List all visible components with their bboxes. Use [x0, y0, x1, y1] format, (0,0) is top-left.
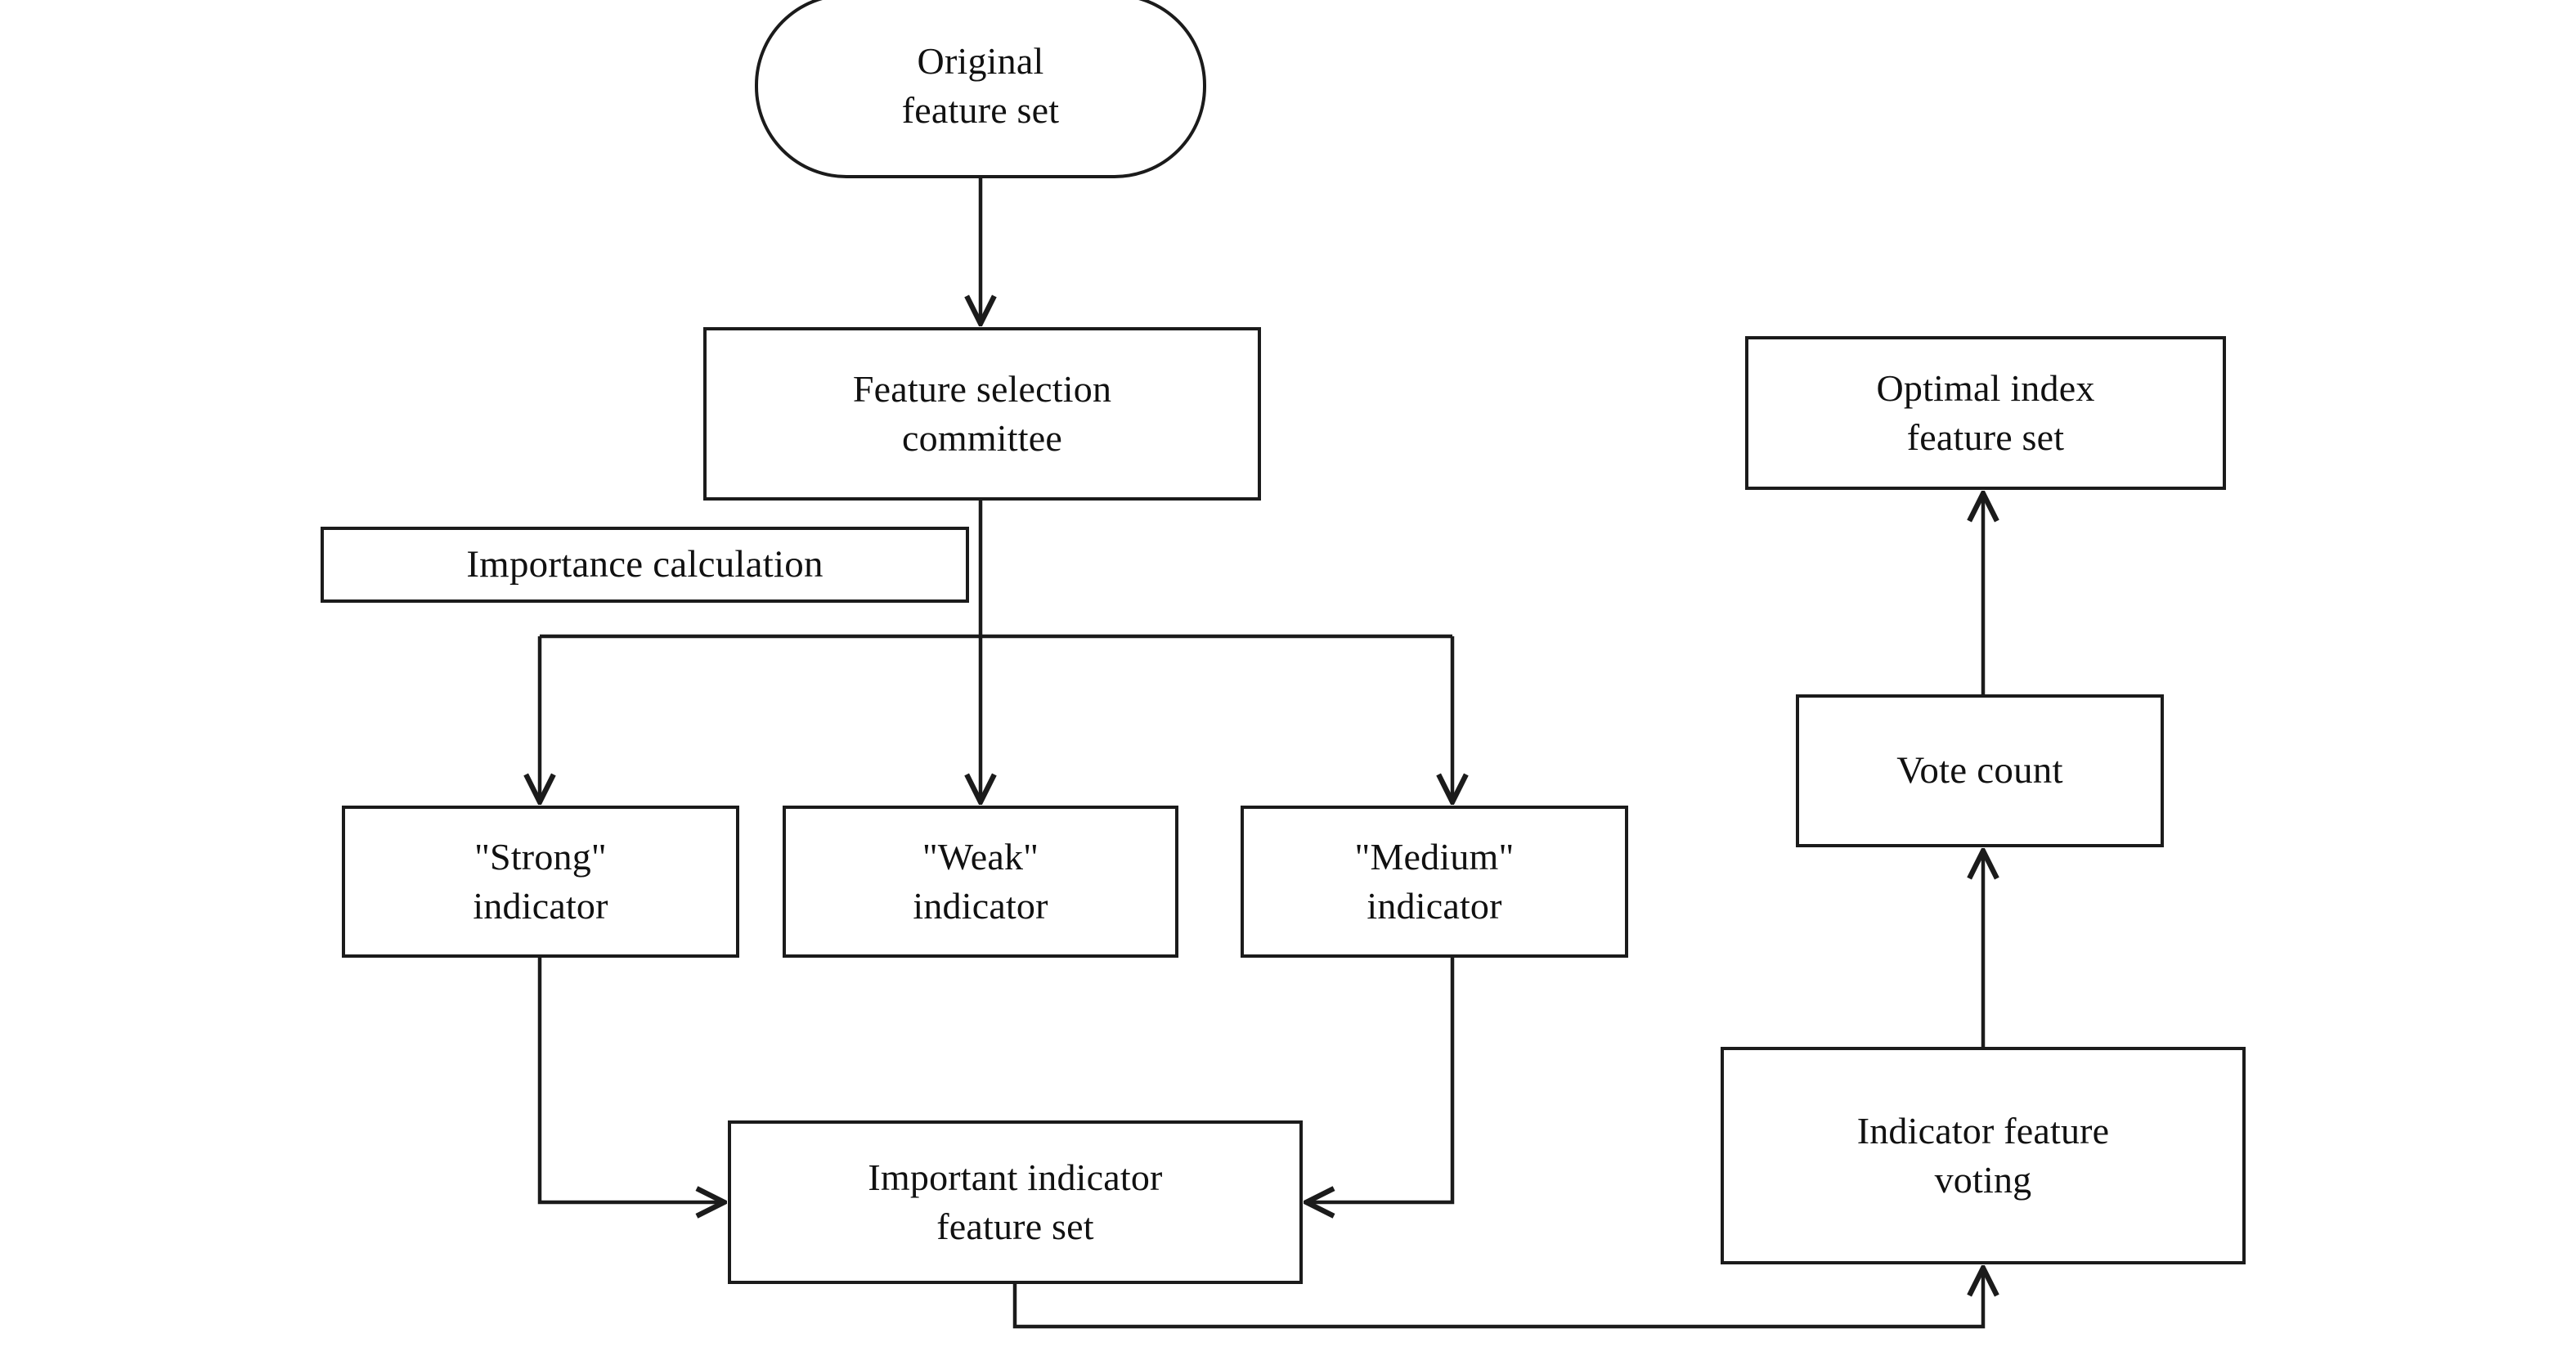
node-vote-count: Vote count	[1796, 694, 2164, 847]
node-medium-indicator: "Medium" indicator	[1241, 806, 1628, 958]
node-weak-indicator: "Weak" indicator	[783, 806, 1178, 958]
node-strong-indicator: "Strong" indicator	[342, 806, 739, 958]
node-important-indicator-feature-set: Important indicator feature set	[728, 1120, 1303, 1284]
node-indicator-feature-voting: Indicator feature voting	[1721, 1047, 2246, 1264]
edge-strong-to-important-set	[537, 958, 723, 1202]
node-importance-calculation: Importance calculation	[321, 527, 969, 603]
node-feature-selection-committee: Feature selection committee	[703, 327, 1261, 501]
node-original-feature-set: Original feature set	[755, 0, 1206, 178]
edge-medium-to-important-set	[1308, 958, 1455, 1202]
edge-important-set-to-voting	[1012, 1269, 1983, 1329]
node-optimal-index-feature-set: Optimal index feature set	[1745, 336, 2226, 490]
